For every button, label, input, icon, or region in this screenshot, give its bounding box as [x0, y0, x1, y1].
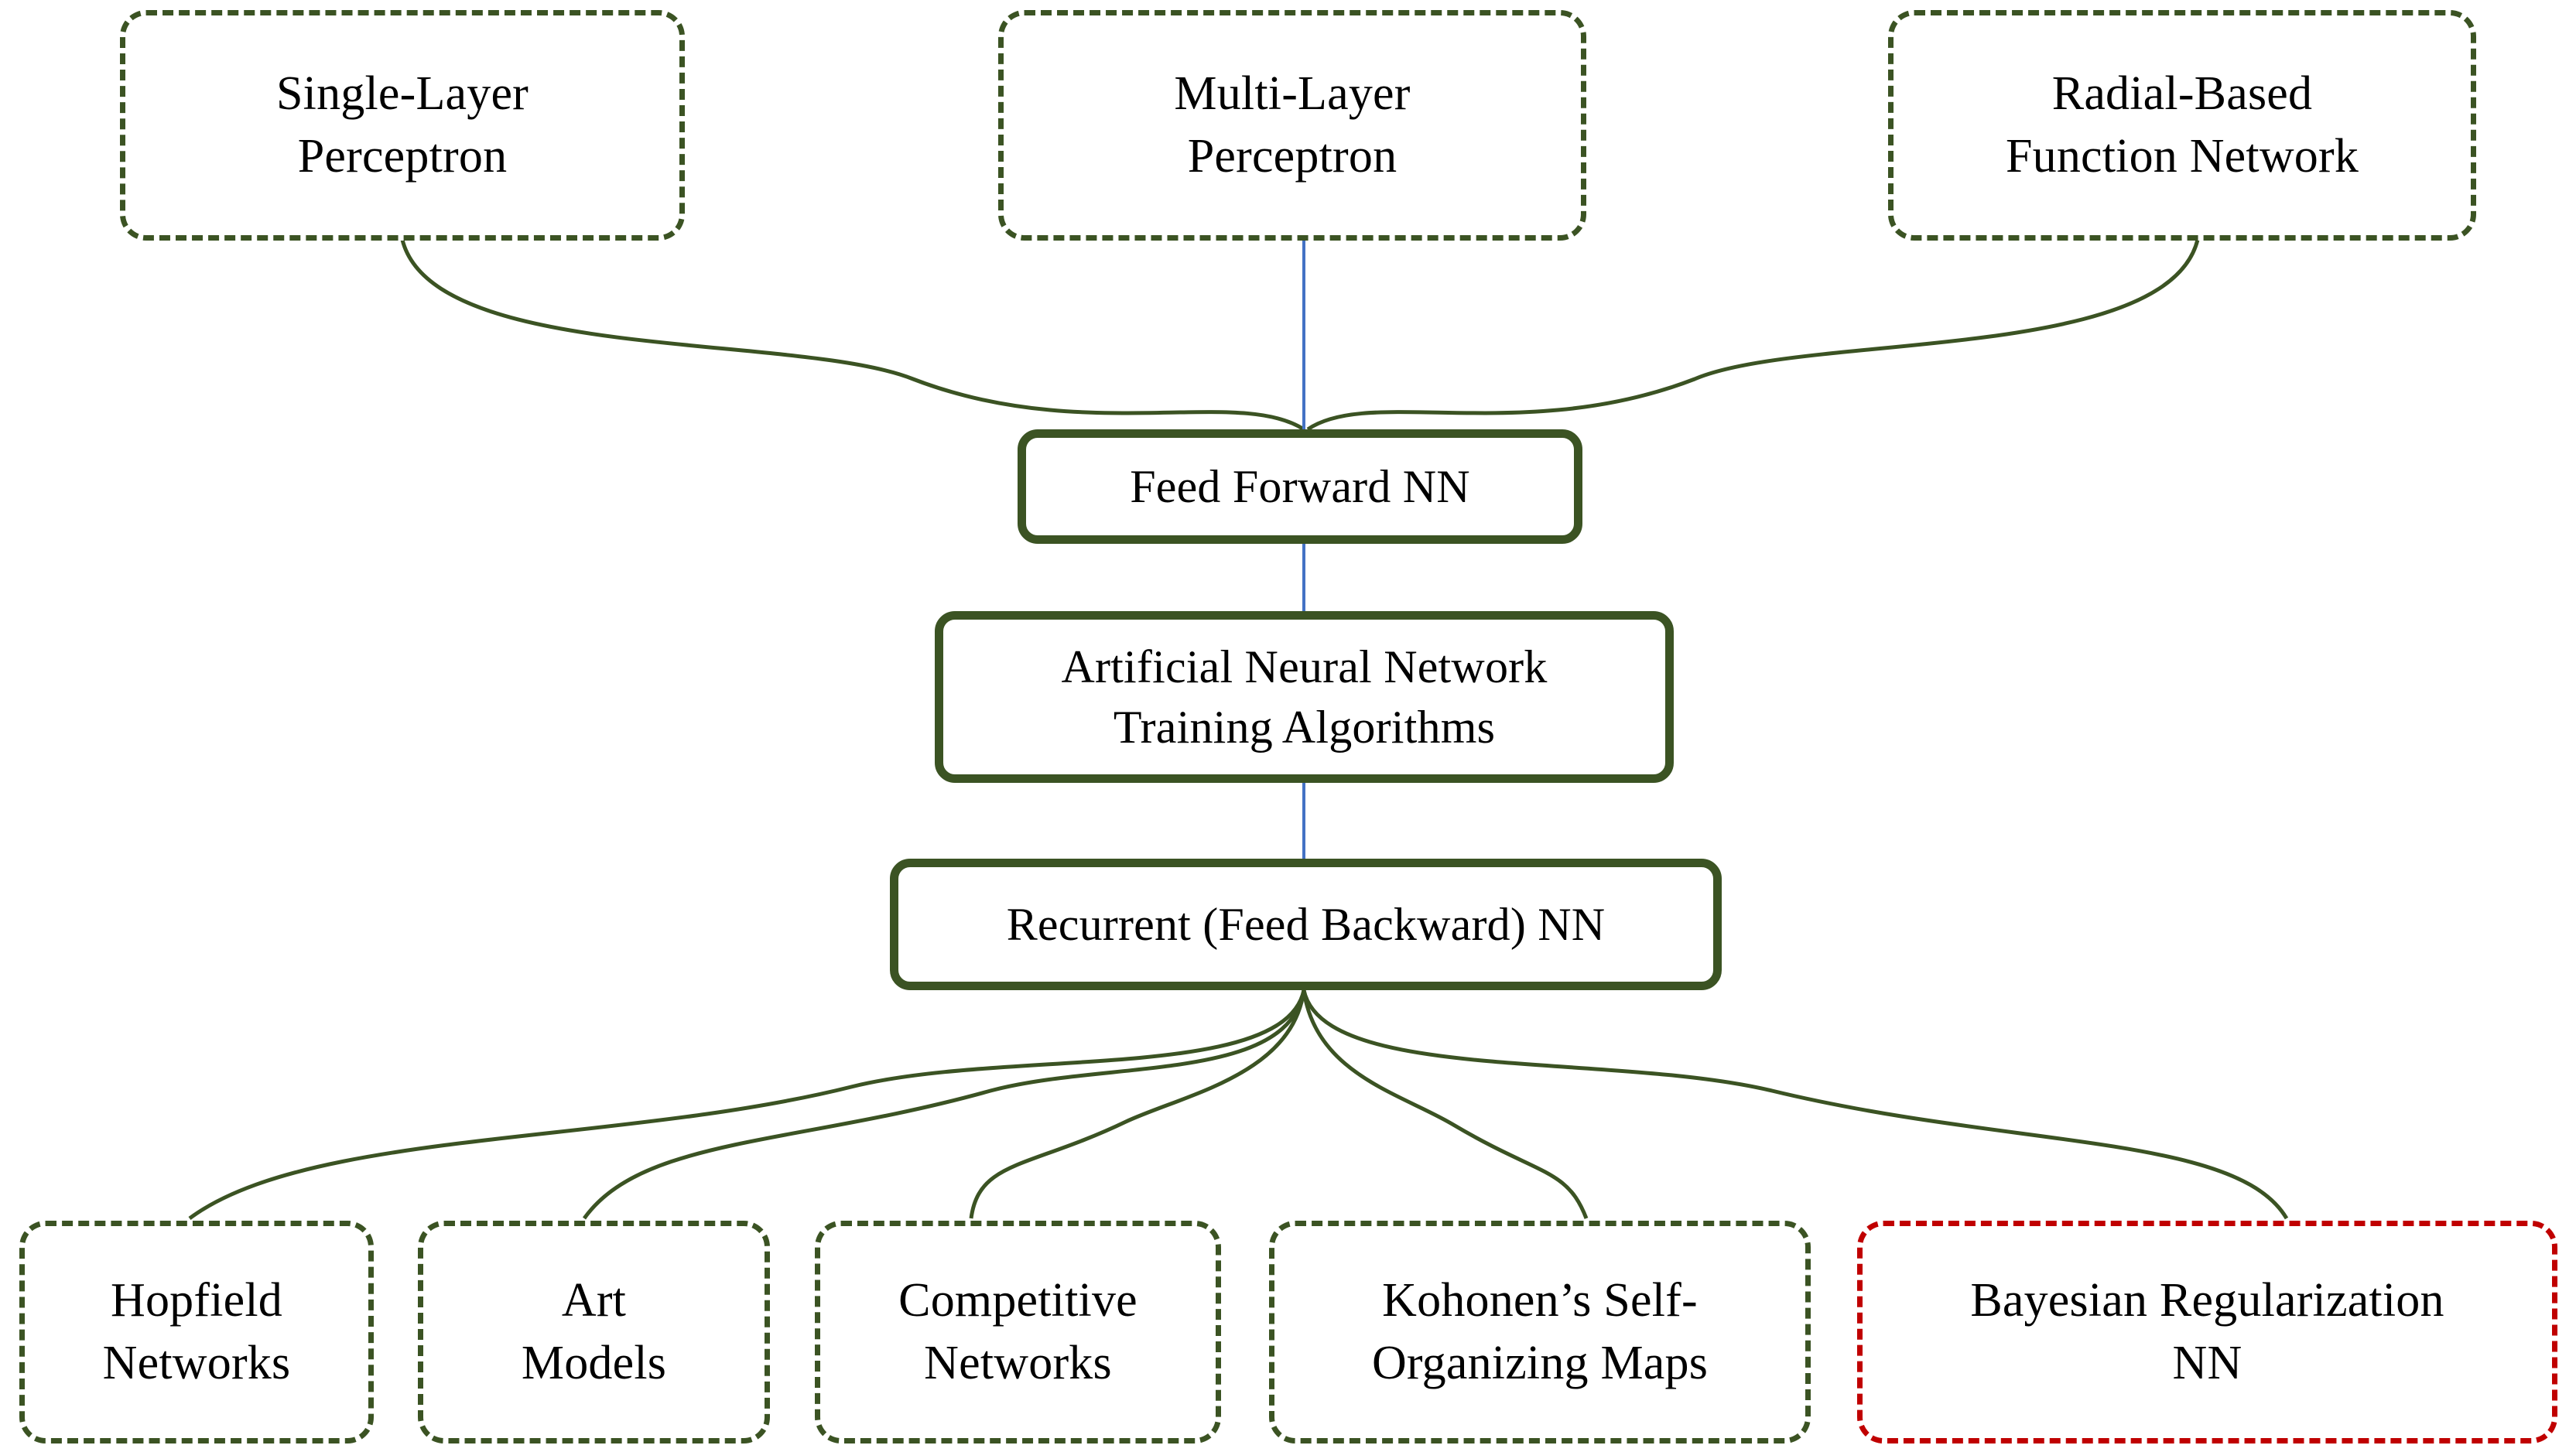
- node-ann-training-algorithms[interactable]: Artificial Neural Network Training Algor…: [935, 611, 1674, 783]
- node-label: Recurrent (Feed Backward) NN: [1006, 899, 1606, 950]
- node-label: Kohonen’s Self- Organizing Maps: [1371, 1274, 1709, 1389]
- node-kohonens-self-organizing-maps[interactable]: Kohonen’s Self- Organizing Maps: [1269, 1221, 1811, 1443]
- node-label: Feed Forward NN: [1130, 461, 1470, 512]
- node-label: Competitive Networks: [898, 1274, 1137, 1389]
- node-label: Single-Layer Perceptron: [275, 67, 529, 183]
- edge-recurrent-to-kohonen: [1302, 989, 1589, 1219]
- node-competitive-networks[interactable]: Competitive Networks: [815, 1221, 1221, 1443]
- node-label: Radial-Based Function Network: [2005, 67, 2359, 183]
- node-label: Art Models: [521, 1274, 667, 1389]
- node-recurrent-feed-backward-nn[interactable]: Recurrent (Feed Backward) NN: [890, 859, 1722, 990]
- edge-recurrent-to-art-models: [582, 989, 1306, 1220]
- edge-single-layer-to-feed-forward: [400, 239, 1305, 432]
- node-art-models[interactable]: Art Models: [418, 1221, 770, 1443]
- node-bayesian-regularization-nn[interactable]: Bayesian Regularization NN: [1857, 1221, 2557, 1443]
- node-radial-based-function-network[interactable]: Radial-Based Function Network: [1888, 10, 2476, 241]
- node-label: Hopfield Networks: [102, 1274, 291, 1389]
- node-label: Artificial Neural Network Training Algor…: [1061, 641, 1548, 753]
- node-feed-forward-nn[interactable]: Feed Forward NN: [1018, 429, 1582, 544]
- edge-recurrent-to-bayesian: [1302, 989, 2289, 1220]
- node-multi-layer-perceptron[interactable]: Multi-Layer Perceptron: [998, 10, 1586, 241]
- edge-recurrent-to-competitive: [969, 989, 1306, 1219]
- node-label: Multi-Layer Perceptron: [1174, 67, 1411, 183]
- node-single-layer-perceptron[interactable]: Single-Layer Perceptron: [120, 10, 685, 241]
- edge-radial-based-to-feed-forward: [1306, 239, 2200, 432]
- node-hopfield-networks[interactable]: Hopfield Networks: [19, 1221, 374, 1443]
- edge-recurrent-to-hopfield: [188, 989, 1306, 1221]
- node-label: Bayesian Regularization NN: [1970, 1274, 2444, 1389]
